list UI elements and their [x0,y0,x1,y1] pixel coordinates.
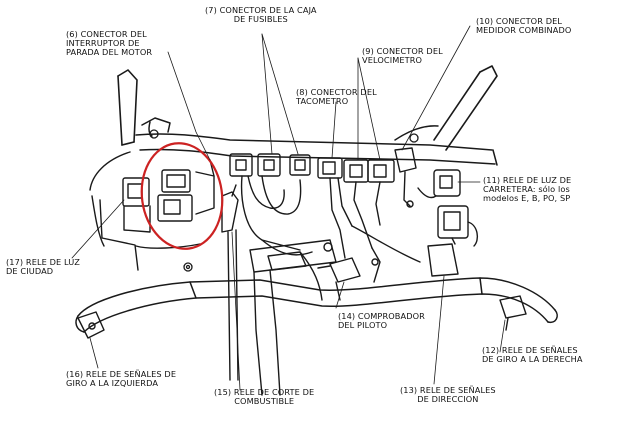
label-city-light-line1: (17) RELE DE LUZ [6,257,80,267]
fuel-cut-relay [221,184,239,381]
label-combined-meter-line2: MEDIDOR COMBINADO [476,25,572,35]
combined-meter-connector [394,147,417,208]
label-fuse-box-line3: DE FUSIBLES [233,14,288,24]
label-fuse-box-connector: (7) CONECTOR DE LA CAJA DE DE FUSIBLES [205,6,317,24]
left-turn-signal-relay [77,311,105,339]
direction-signal-relay [427,205,479,277]
label-combined-meter-line1: (10) CONECTOR DEL [476,16,563,26]
label-speedometer-line1: (9) CONECTOR DEL [362,46,443,56]
label-engine-stop-line1: (6) CONECTOR DEL [66,29,147,39]
label-fuel-cut-line1: (15) RELE DE CORTE DE [214,387,315,397]
label-combined-meter-connector: (10) CONECTOR DEL MEDIDOR COMBINADO [476,17,571,35]
label-right-turn-line2: DE GIRO A LA DERECHA [482,354,583,364]
label-left-turn-line1: (16) RELE DE SEÑALES DE [66,369,177,379]
label-direction-line1: (13) RELE DE SEÑALES [400,385,496,395]
harness-bar [135,117,498,166]
label-high-beam-line3: modelos E, B, PO, SP [483,193,571,203]
label-left-turn-relay: (16) RELE DE SEÑALES DE GIRO A LA IZQUIE… [66,370,176,388]
city-light-relay [122,177,151,233]
label-speedometer-line2: VELOCIMETRO [362,55,423,65]
lower-tube [75,277,558,333]
left-bracket [89,151,201,271]
label-direction-line2: DE DIRECCION [417,394,479,404]
engine-stop-switch-connector [157,159,215,222]
label-left-turn-line2: GIRO A LA IZQUIERDA [66,378,159,388]
label-high-beam-line2: CARRETERA: sólo los [483,184,570,194]
right-turn-signal-relay [499,295,527,331]
tachometer-connector [317,157,353,259]
label-fuse-box-line1: (7) CONECTOR DE LA CAJA [205,5,317,15]
label-city-light-relay: (17) RELE DE LUZ DE CIUDAD [6,258,80,276]
label-direction-relay: (13) RELE DE SEÑALES DE DIRECCION [400,386,496,404]
label-tachometer-line2: TACOMETRO [296,96,349,106]
label-pilot-checker-line2: DEL PILOTO [338,320,388,330]
label-right-turn-relay: (12) RELE DE SEÑALES DE GIRO A LA DERECH… [482,346,583,364]
label-fuel-cut-relay: (15) RELE DE CORTE DE COMBUSTIBLE [214,388,314,406]
label-fuel-cut-line2: COMBUSTIBLE [234,396,295,406]
label-city-light-line2: DE CIUDAD [6,266,54,276]
label-speedometer-connector: (9) CONECTOR DEL VELOCIMETRO [362,47,443,65]
label-tachometer-line1: (8) CONECTOR DEL [296,87,377,97]
right-diagonal-rod [433,65,498,151]
highlight-circle [140,142,224,250]
leader-lines [71,25,506,391]
high-beam-relay [417,169,461,199]
label-tachometer-connector: (8) CONECTOR DEL TACOMETRO [296,88,377,106]
left-upright-rod [117,69,138,146]
fuse-box-connectors [229,153,311,251]
label-pilot-checker: (14) COMPROBADOR DEL PILOTO [338,312,425,330]
pilot-checker [317,257,361,301]
label-engine-stop-connector: (6) CONECTOR DEL INTERRUPTOR DE PARADA D… [66,30,152,57]
central-frame [249,225,421,396]
label-pilot-checker-line1: (14) COMPROBADOR [338,311,425,321]
mounting-bolts [149,129,419,272]
label-engine-stop-line3: PARADA DEL MOTOR [66,47,153,57]
label-high-beam-relay: (11) RELE DE LUZ DE CARRETERA: sólo los … [483,176,571,203]
label-right-turn-line1: (12) RELE DE SEÑALES [482,345,578,355]
label-high-beam-line1: (11) RELE DE LUZ DE [483,175,572,185]
label-engine-stop-line2: INTERRUPTOR DE [66,38,140,48]
